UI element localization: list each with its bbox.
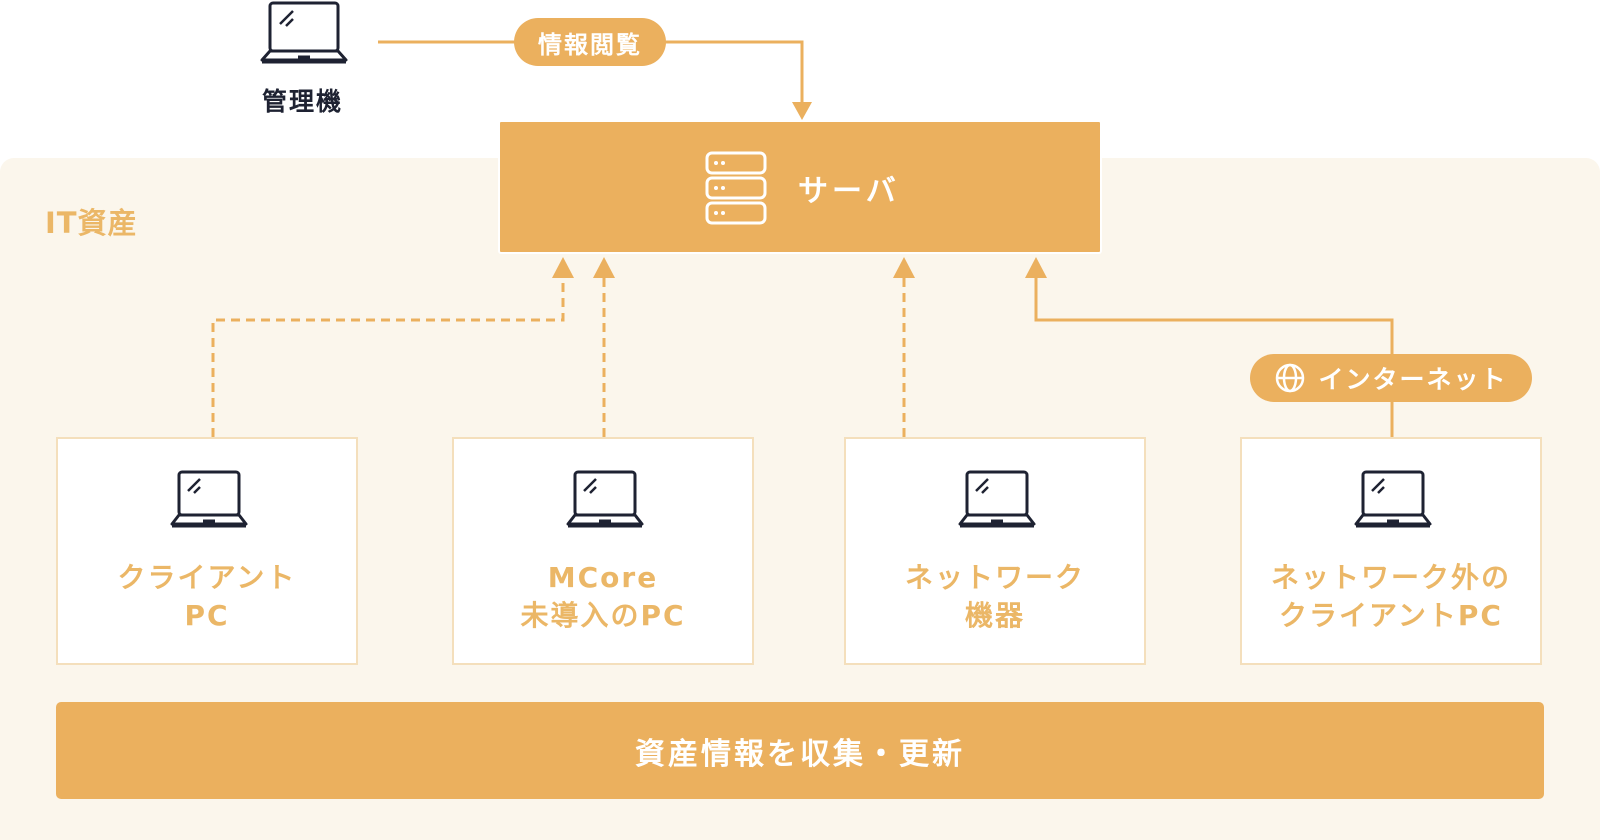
internet-badge: インターネット	[1250, 354, 1532, 402]
view-info-badge: 情報閲覧	[514, 18, 666, 66]
device-card-client-pc: クライアント PC	[56, 437, 358, 665]
globe-icon	[1276, 363, 1305, 393]
server-label: サーバ	[798, 174, 900, 209]
laptop-icon	[1354, 470, 1432, 528]
device-label-line2: 未導入のPC	[520, 599, 686, 632]
device-label-line1: ネットワーク外の	[1270, 561, 1511, 594]
arrowhead-external-client	[1025, 257, 1047, 278]
panel-title: IT資産	[45, 206, 138, 240]
edge-client-pc-server	[211, 278, 565, 437]
device-label-line2: 機器	[964, 599, 1025, 632]
arrowhead-mcore-pc	[593, 257, 615, 278]
laptop-icon	[958, 470, 1036, 528]
server-node: サーバ	[498, 120, 1102, 254]
internet-label: インターネット	[1318, 365, 1508, 394]
server-icon	[705, 151, 767, 225]
admin-laptop-icon	[260, 1, 348, 64]
admin-label: 管理機	[261, 87, 343, 116]
arrowhead-client-pc	[552, 257, 574, 278]
device-label-line1: クライアント	[117, 561, 297, 594]
device-label-line1: MCore	[547, 561, 659, 594]
arrowhead-network-device	[893, 257, 915, 278]
device-label-line2: PC	[184, 599, 230, 632]
device-card-network-device: ネットワーク 機器	[844, 437, 1146, 665]
laptop-icon	[170, 470, 248, 528]
laptop-icon	[566, 470, 644, 528]
collect-update-bar: 資産情報を収集・更新	[56, 702, 1544, 799]
device-label-line1: ネットワーク	[904, 561, 1085, 594]
device-label-line2: クライアントPC	[1279, 599, 1503, 632]
arrowhead-admin-server	[792, 102, 812, 120]
device-card-mcore-pc: MCore 未導入のPC	[452, 437, 754, 665]
device-card-external-client-pc: ネットワーク外の クライアントPC	[1240, 437, 1542, 665]
